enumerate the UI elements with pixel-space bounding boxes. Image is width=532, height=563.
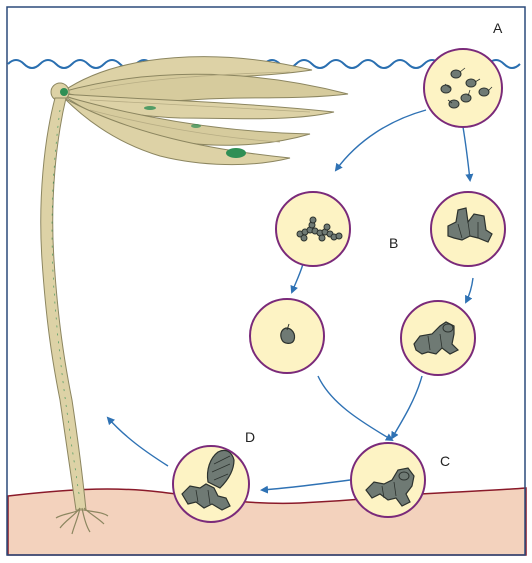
zoospore	[466, 79, 476, 87]
label-a: A	[493, 20, 503, 36]
arrow-egg-to-c	[318, 376, 392, 440]
stage-b-female-gametophyte	[276, 192, 350, 266]
stage-egg	[250, 299, 324, 373]
stage-c-zygote	[351, 443, 425, 517]
stage-b-male-gametophyte	[431, 192, 505, 266]
label-b: B	[389, 235, 398, 251]
kelp-stipe	[41, 98, 86, 510]
zoospore	[479, 88, 489, 96]
zoospore	[441, 85, 451, 93]
arrow-sperm-to-c	[392, 376, 422, 438]
stage-a-zoospores	[424, 49, 502, 127]
zoospore	[451, 70, 461, 78]
zoospore	[449, 100, 459, 108]
arrow-c-to-d	[262, 480, 350, 490]
sorus-patch	[144, 106, 156, 110]
zoospore	[461, 94, 471, 102]
arrow-a-to-gametophyte-left	[336, 110, 426, 170]
stage-fertilization	[401, 301, 475, 375]
arrow-right-gametophyte-down	[466, 278, 473, 302]
label-c: C	[440, 453, 450, 469]
label-d: D	[245, 429, 255, 445]
sorus-patch	[191, 124, 201, 128]
arrow-d-to-kelp	[108, 418, 168, 466]
stage-d-young-sporophyte	[173, 446, 249, 522]
arrow-a-to-gametophyte-right	[463, 127, 470, 180]
sorus-patch	[226, 148, 246, 158]
arrow-left-gametophyte-down	[292, 264, 303, 292]
